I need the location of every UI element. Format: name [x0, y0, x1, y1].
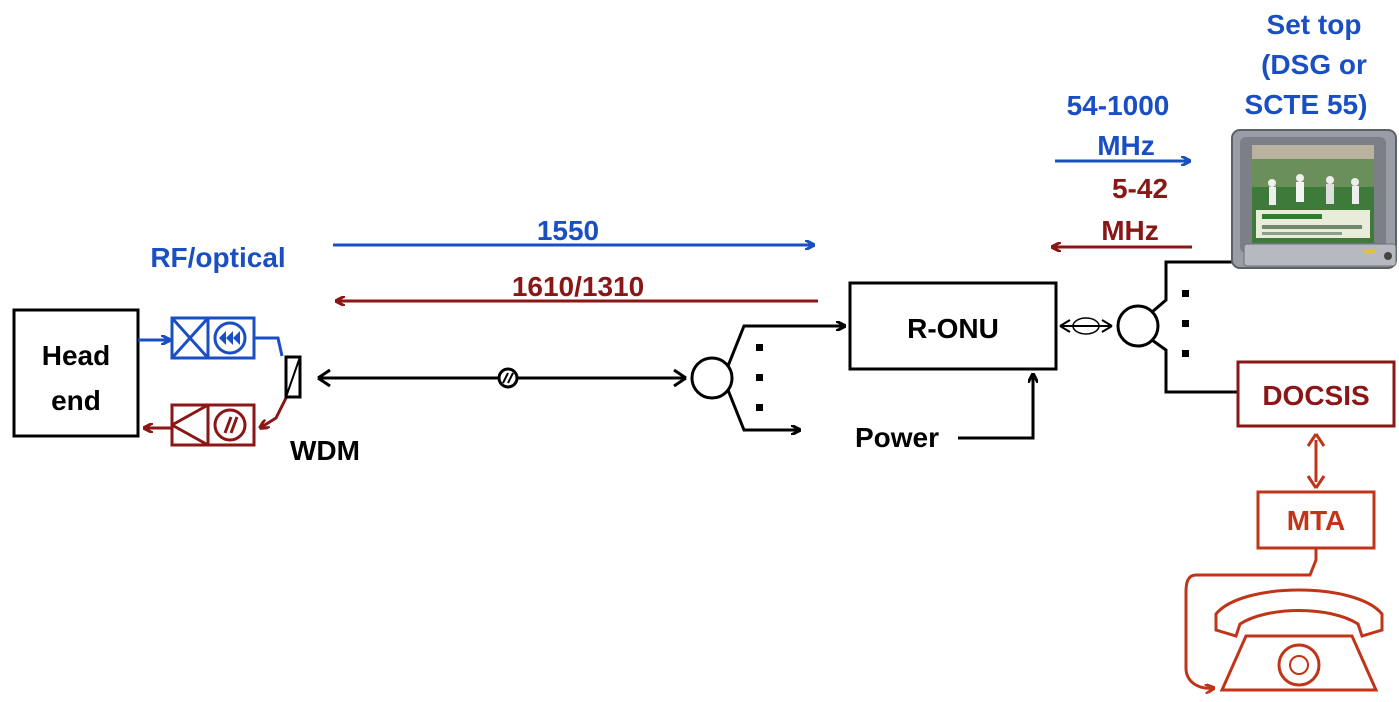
wdm-to-rx-line: [260, 397, 288, 428]
power-arrow: [958, 374, 1033, 440]
telephone-icon: [1184, 548, 1384, 690]
head-end-label-2: end: [51, 385, 101, 416]
fiber-break-icon: [497, 367, 519, 389]
up-freq-label-2: MHz: [1101, 215, 1159, 246]
optical-transmitter-icon: [170, 316, 256, 360]
tx-to-wdm-line: [254, 336, 284, 357]
set-top-label-3: SCTE 55): [1245, 89, 1368, 120]
docsis-label: DOCSIS: [1262, 380, 1369, 411]
optical-receiver-icon: [170, 403, 256, 447]
wavelength-up-label: 1610/1310: [512, 271, 644, 302]
docsis-modem-box: DOCSIS: [1236, 360, 1396, 428]
down-freq-label-1: 54-1000: [1067, 90, 1170, 121]
coax-splitter-icon: [1116, 260, 1268, 394]
head-end-label-1: Head: [42, 340, 110, 371]
rf-optical-label: RF/optical: [150, 242, 285, 273]
set-top-label-2: (DSG or: [1261, 49, 1367, 80]
mta-box: MTA: [1256, 490, 1376, 550]
wdm-coupler: [284, 355, 302, 399]
wavelength-down-label: 1550: [537, 215, 599, 246]
down-freq-label-2: MHz: [1097, 130, 1155, 161]
mta-label: MTA: [1287, 505, 1346, 536]
up-freq-label-1: 5-42: [1112, 173, 1168, 204]
splitter-icon: [690, 326, 845, 430]
r-onu-label: R-ONU: [907, 313, 999, 344]
wdm-label: WDM: [290, 435, 360, 466]
power-label: Power: [855, 422, 939, 453]
r-onu-box: R-ONU: [848, 281, 1058, 371]
onu-to-coax-link: [1059, 317, 1113, 335]
head-end-box: Head end: [12, 308, 140, 438]
set-top-label-1: Set top: [1267, 9, 1362, 40]
television-set-top-icon: [1231, 129, 1397, 269]
